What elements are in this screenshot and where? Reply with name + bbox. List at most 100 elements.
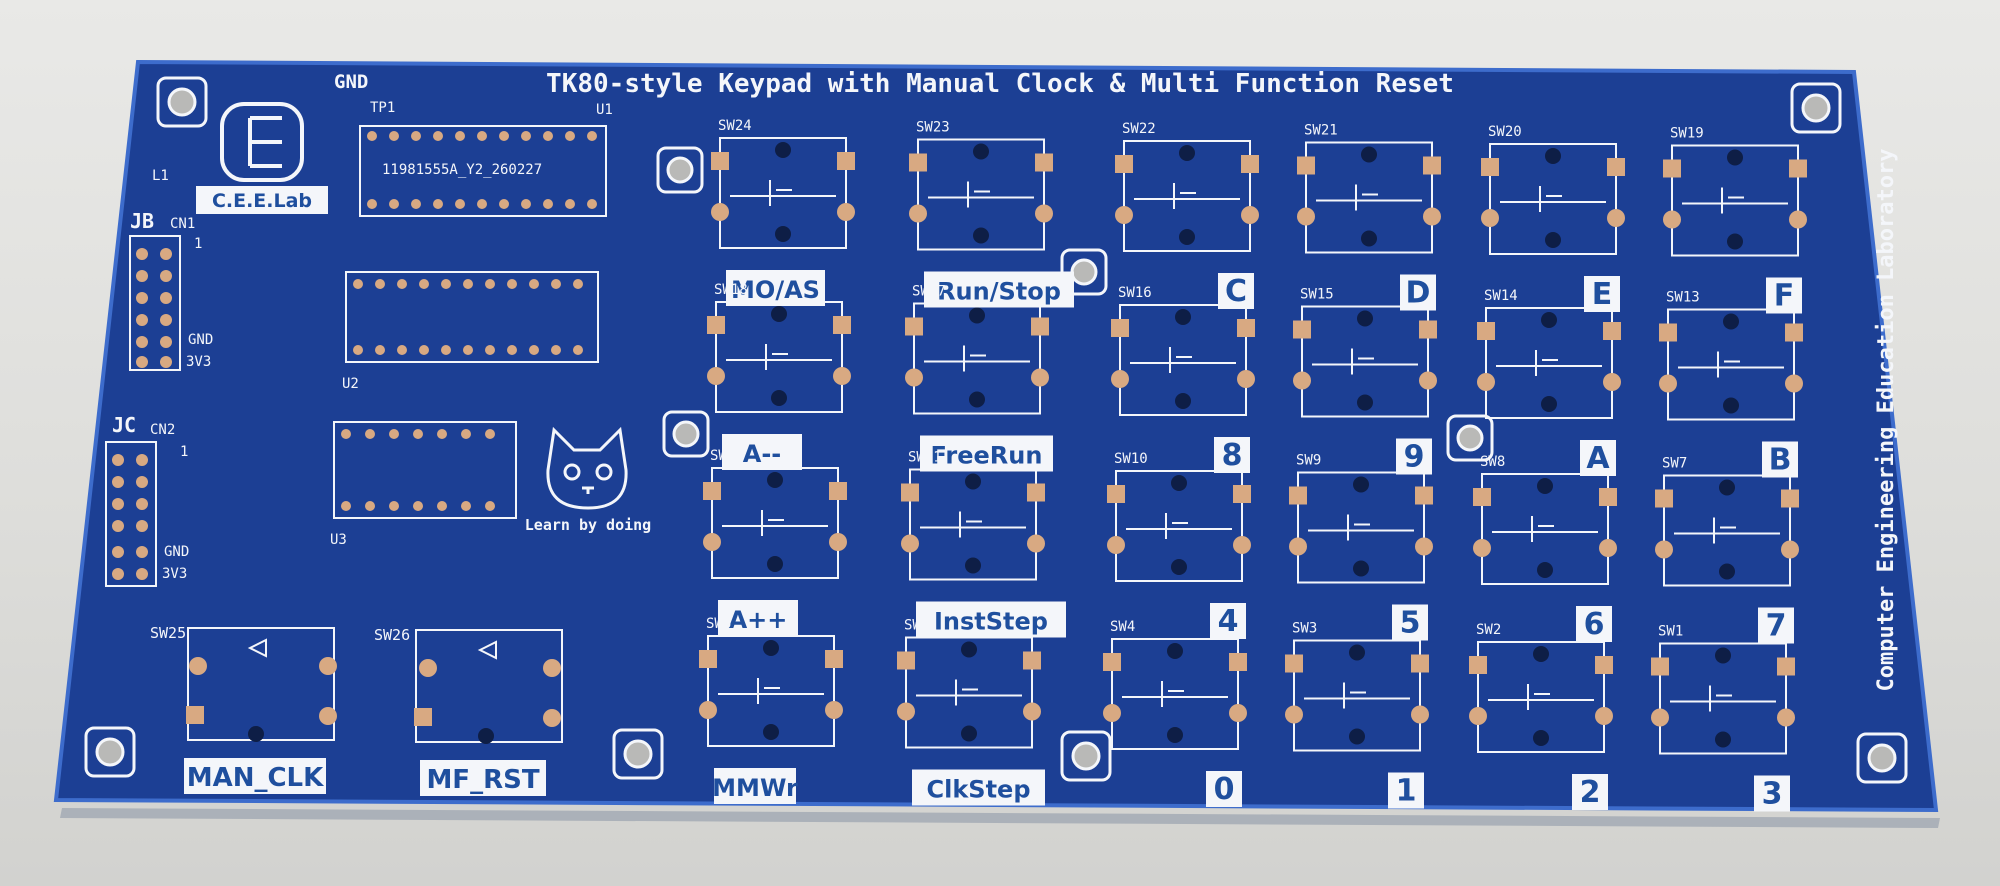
label-jc: JC xyxy=(112,413,136,437)
switch-pad xyxy=(1595,656,1613,674)
label-sw26: SW26 xyxy=(374,626,410,644)
key-label-box xyxy=(726,270,825,306)
switch-symbol xyxy=(1134,183,1240,209)
switch-symbol xyxy=(920,511,1026,538)
key-label: 6 xyxy=(1584,607,1605,642)
switch-symbol xyxy=(1678,351,1784,378)
switch-pad xyxy=(897,651,915,670)
label-one-b: 1 xyxy=(180,444,188,460)
switch-pad xyxy=(909,153,927,172)
switch-pad xyxy=(1237,370,1255,388)
label-gnd-jc: GND xyxy=(164,544,189,560)
key-label-box xyxy=(1392,604,1428,641)
switch-pad xyxy=(1415,537,1433,556)
keypad-key-23[interactable]: SW22 xyxy=(1469,622,1613,810)
key-label: InstStep xyxy=(934,608,1048,636)
switch-pad xyxy=(909,204,927,223)
switch-symbol xyxy=(1312,348,1418,375)
switch-hole xyxy=(1349,644,1365,661)
label-l1: L1 xyxy=(152,168,169,184)
switch-ref: SW24 xyxy=(718,118,752,134)
switch-pad xyxy=(1241,206,1259,224)
label-u3: U3 xyxy=(330,532,347,548)
switch-pad xyxy=(1599,488,1617,506)
switch-ref: SW9 xyxy=(1296,453,1321,469)
key-label-box xyxy=(924,271,1074,308)
switch-pad xyxy=(1655,489,1673,508)
switch-pad xyxy=(1481,209,1499,227)
switch-pad xyxy=(1103,704,1121,722)
switch-pad xyxy=(1027,534,1045,553)
switch-hole xyxy=(1715,647,1731,664)
switch-symbol xyxy=(1492,516,1598,542)
switch-outline xyxy=(1659,642,1787,755)
switch-pad xyxy=(1469,707,1487,725)
switch-ref: SW10 xyxy=(1114,451,1148,467)
switch-hole xyxy=(1175,309,1191,325)
switch-pad xyxy=(1663,210,1681,229)
switch-pad xyxy=(1023,651,1041,670)
switch-pad xyxy=(1411,654,1429,673)
switch-hole xyxy=(1171,559,1187,575)
key-label: 3 xyxy=(1762,777,1783,812)
switch-symbol xyxy=(1496,350,1602,376)
switch-pad xyxy=(1111,370,1129,388)
switch-pad xyxy=(1229,653,1247,671)
switch-pad xyxy=(1469,656,1487,674)
switch-outline xyxy=(1667,308,1795,421)
switch-pad xyxy=(1477,373,1495,391)
switch-pad xyxy=(1651,657,1669,676)
keypad-key-24[interactable]: SW13 xyxy=(1651,624,1795,812)
switch-outline xyxy=(711,467,839,579)
switch-pad xyxy=(1233,536,1251,554)
switch-sw25 xyxy=(186,627,337,742)
switch-hole xyxy=(771,306,787,322)
switch-pad xyxy=(1603,322,1621,340)
switch-pad xyxy=(901,534,919,553)
switch-hole xyxy=(1723,313,1739,330)
switch-outline xyxy=(719,137,847,249)
switch-hole xyxy=(1719,563,1735,580)
switch-ref: SW8 xyxy=(1480,454,1505,470)
switch-pad xyxy=(1607,158,1625,176)
label-sw25: SW25 xyxy=(150,624,186,642)
switch-outline xyxy=(707,635,835,747)
key-label: A xyxy=(1586,441,1610,476)
switch-outline xyxy=(1481,473,1609,585)
switch-hole xyxy=(1727,149,1743,166)
switch-ref: SW17 xyxy=(912,284,946,300)
switch-pad xyxy=(1289,537,1307,556)
switch-pad xyxy=(1229,704,1247,722)
key-label: 9 xyxy=(1404,440,1425,475)
switch-ref: SW5 xyxy=(904,618,929,634)
switch-ref: SW7 xyxy=(1662,456,1687,472)
connector-cn2 xyxy=(105,441,157,587)
switch-pad xyxy=(829,533,847,551)
switch-ref: SW11 xyxy=(908,450,942,466)
switch-hole xyxy=(961,641,977,658)
keypad-key-17[interactable]: SW8 6 xyxy=(1473,454,1617,642)
switch-outline xyxy=(1115,470,1243,582)
key-label-box xyxy=(1758,607,1794,644)
